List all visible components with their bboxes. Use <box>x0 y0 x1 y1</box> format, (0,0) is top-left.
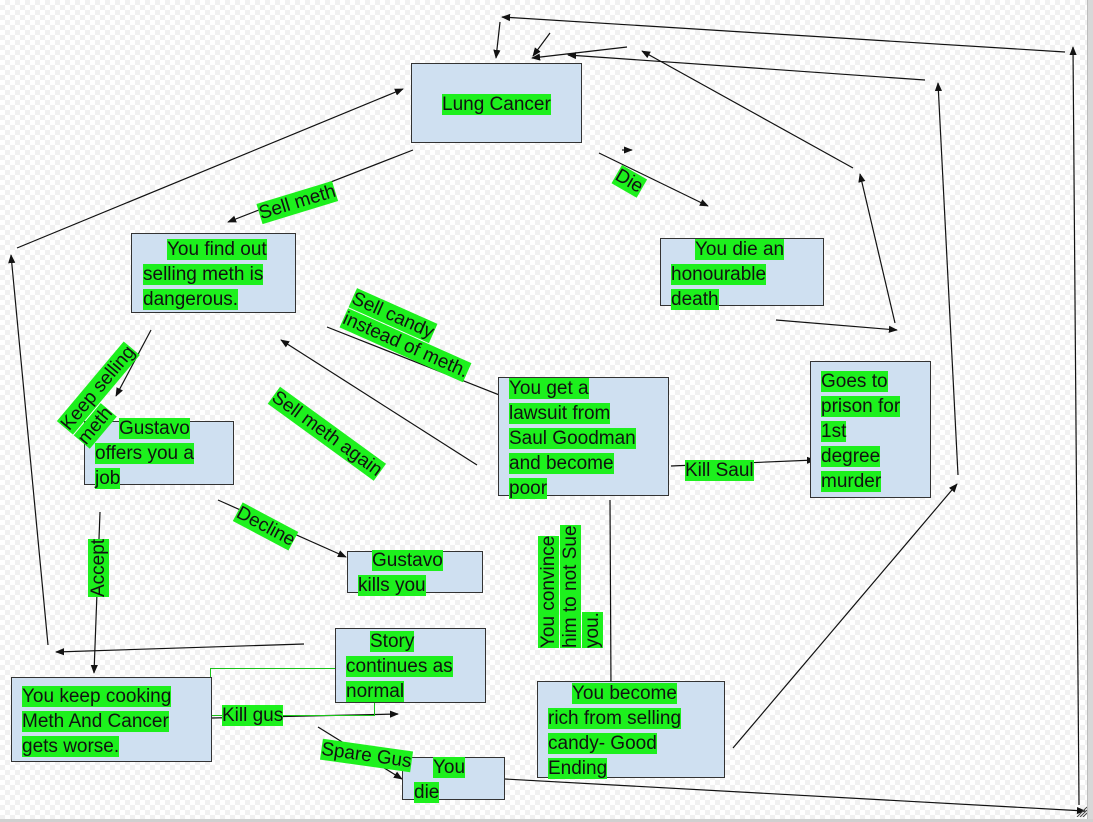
label-kill-saul: Kill Saul <box>685 460 754 481</box>
node-keep-cooking-text: You keep cooking Meth And Cancer gets wo… <box>22 686 172 757</box>
arrow-left-to-lung <box>16 88 404 249</box>
arrow-right-to-top <box>501 13 1066 53</box>
node-find-out[interactable]: You find out selling meth is dangerous. <box>131 233 296 313</box>
node-gustavo-offers[interactable]: Gustavo offers you a job <box>84 418 234 489</box>
arrow-small-top <box>531 46 628 61</box>
node-find-out-text: You find out selling meth is dangerous. <box>143 239 267 310</box>
arrow-left-up <box>8 254 49 646</box>
node-lawsuit-text: You get a lawsuit from Saul Goodman and … <box>509 378 636 499</box>
label-convince: You convince him to not Sue you. <box>538 525 603 648</box>
node-gustavo-kills[interactable]: Gustavo kills you <box>347 550 483 596</box>
arrow-to-lung-top <box>641 50 854 169</box>
node-lung-cancer-text: Lung Cancer <box>442 94 551 115</box>
node-rich-candy[interactable]: You become rich from selling candy- Good… <box>537 681 725 779</box>
arrow-right-to-lung <box>567 51 926 81</box>
arrow-honourable-right <box>775 319 898 333</box>
node-die-honourable[interactable]: You die an honourable death <box>660 238 824 310</box>
node-story-continues-text: Story continues as normal <box>346 631 453 702</box>
arrow-sell-candy <box>326 326 513 401</box>
arrow-small-top-2 <box>532 32 551 57</box>
resize-grip-icon[interactable] <box>1075 805 1087 817</box>
node-keep-cooking[interactable]: You keep cooking Meth And Cancer gets wo… <box>11 677 212 762</box>
arrow-right-up <box>1069 46 1080 806</box>
label-accept: Accept <box>88 538 109 597</box>
label-kill-gus: Kill gus <box>222 705 284 726</box>
node-prison[interactable]: Goes to prison for 1st degree murder <box>810 361 931 498</box>
arrow-top-down <box>493 21 501 59</box>
node-lung-cancer[interactable]: Lung Cancer <box>411 63 582 143</box>
arrow-prison-up <box>858 173 896 324</box>
node-gustavo-kills-text: Gustavo kills you <box>358 550 443 596</box>
arrow-sell-meth-again <box>280 339 478 466</box>
arrow-die <box>598 152 709 207</box>
arrow-keep-selling <box>115 329 152 397</box>
arrow-convince <box>607 499 615 691</box>
arrow-die-right <box>504 778 1086 815</box>
node-you-die[interactable]: You die <box>402 757 505 803</box>
window-bottom-border <box>0 819 1093 822</box>
node-rich-candy-text: You become rich from selling candy- Good… <box>548 683 682 779</box>
arrow-right-inner-up <box>934 82 959 476</box>
arrow-story-left <box>55 643 305 656</box>
node-story-continues[interactable]: Story continues as normal <box>335 628 486 703</box>
node-lawsuit[interactable]: You get a lawsuit from Saul Goodman and … <box>498 377 669 499</box>
window-right-border <box>1087 0 1093 822</box>
node-prison-text: Goes to prison for 1st degree murder <box>821 371 901 492</box>
arrow-rich-up <box>732 483 958 749</box>
node-gustavo-offers-text: Gustavo offers you a job <box>95 418 194 489</box>
node-die-honourable-text: You die an honourable death <box>671 239 785 310</box>
node-you-die-text: You die <box>414 757 466 803</box>
